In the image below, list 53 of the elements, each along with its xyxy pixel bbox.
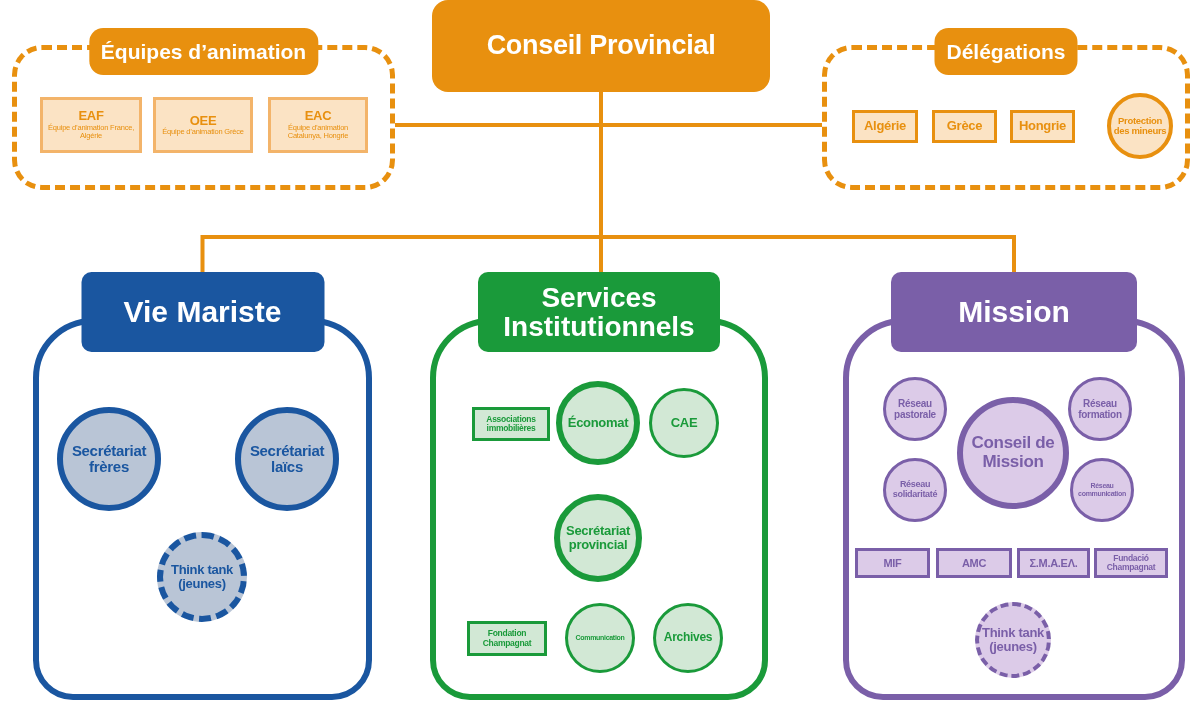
panel — [843, 272, 1185, 700]
panel — [33, 272, 372, 700]
group-heading: Équipes d’animation — [88, 28, 319, 75]
node-label: Conseil de Mission — [970, 434, 1056, 472]
team-code: EAF — [78, 109, 104, 124]
node-label: Secrétariat laïcs — [248, 442, 326, 476]
dashed-group — [12, 28, 395, 190]
circle-node — [1070, 458, 1134, 522]
node-label: Σ.Μ.Α.ΕΛ. — [1029, 556, 1078, 570]
panel — [430, 272, 768, 700]
group-heading: Délégations — [934, 28, 1078, 75]
label-box — [467, 621, 547, 656]
circle-node — [1068, 377, 1132, 441]
node-label: Hongrie — [1019, 119, 1066, 134]
panel-heading: Mission — [891, 272, 1137, 352]
node-label: Archives — [663, 631, 713, 645]
node-label: MIF — [883, 556, 902, 570]
node-label: AMC — [961, 556, 987, 570]
dashed-group — [822, 28, 1190, 190]
node-label: Grèce — [946, 119, 983, 134]
circle-node — [883, 458, 947, 522]
label-box — [1017, 548, 1090, 578]
node-label: Conseil Provincial — [486, 31, 716, 61]
node-label: Réseau solidaritaté — [891, 480, 939, 500]
label-box — [855, 548, 930, 578]
node-label: Think tank (jeunes) — [981, 625, 1045, 655]
label-box — [1010, 110, 1075, 143]
label-box — [852, 110, 918, 143]
team-code: OEE — [189, 113, 217, 128]
node-label: Associations immobilières — [485, 414, 537, 434]
circle-node — [883, 377, 947, 441]
team-code: EAC — [304, 109, 332, 124]
label-box — [936, 548, 1012, 578]
node-label: Fundació Champagnat — [1105, 553, 1157, 573]
team-box — [268, 97, 368, 153]
node-label: Fondation Champagnat — [481, 629, 533, 648]
panel-heading: Vie Mariste — [81, 272, 324, 352]
node-label: Réseau pastorale — [893, 398, 937, 420]
node-label: Secrétariat frères — [70, 442, 148, 476]
node-label: Protection des mineurs — [1113, 115, 1167, 137]
node-label: Réseau formation — [1077, 398, 1123, 420]
node-label: Économat — [567, 415, 629, 431]
label-box — [1094, 548, 1168, 578]
node-label: Think tank (jeunes) — [170, 562, 234, 592]
team-box — [153, 97, 253, 153]
team-box — [40, 97, 142, 153]
council-box — [432, 0, 770, 92]
label-box — [472, 407, 550, 441]
node-label: Secrétariat provincial — [565, 523, 631, 553]
node-label: CAE — [670, 415, 698, 431]
panel-heading: Services Institutionnels — [478, 272, 720, 352]
label-box — [932, 110, 997, 143]
node-label: Algérie — [864, 119, 906, 134]
